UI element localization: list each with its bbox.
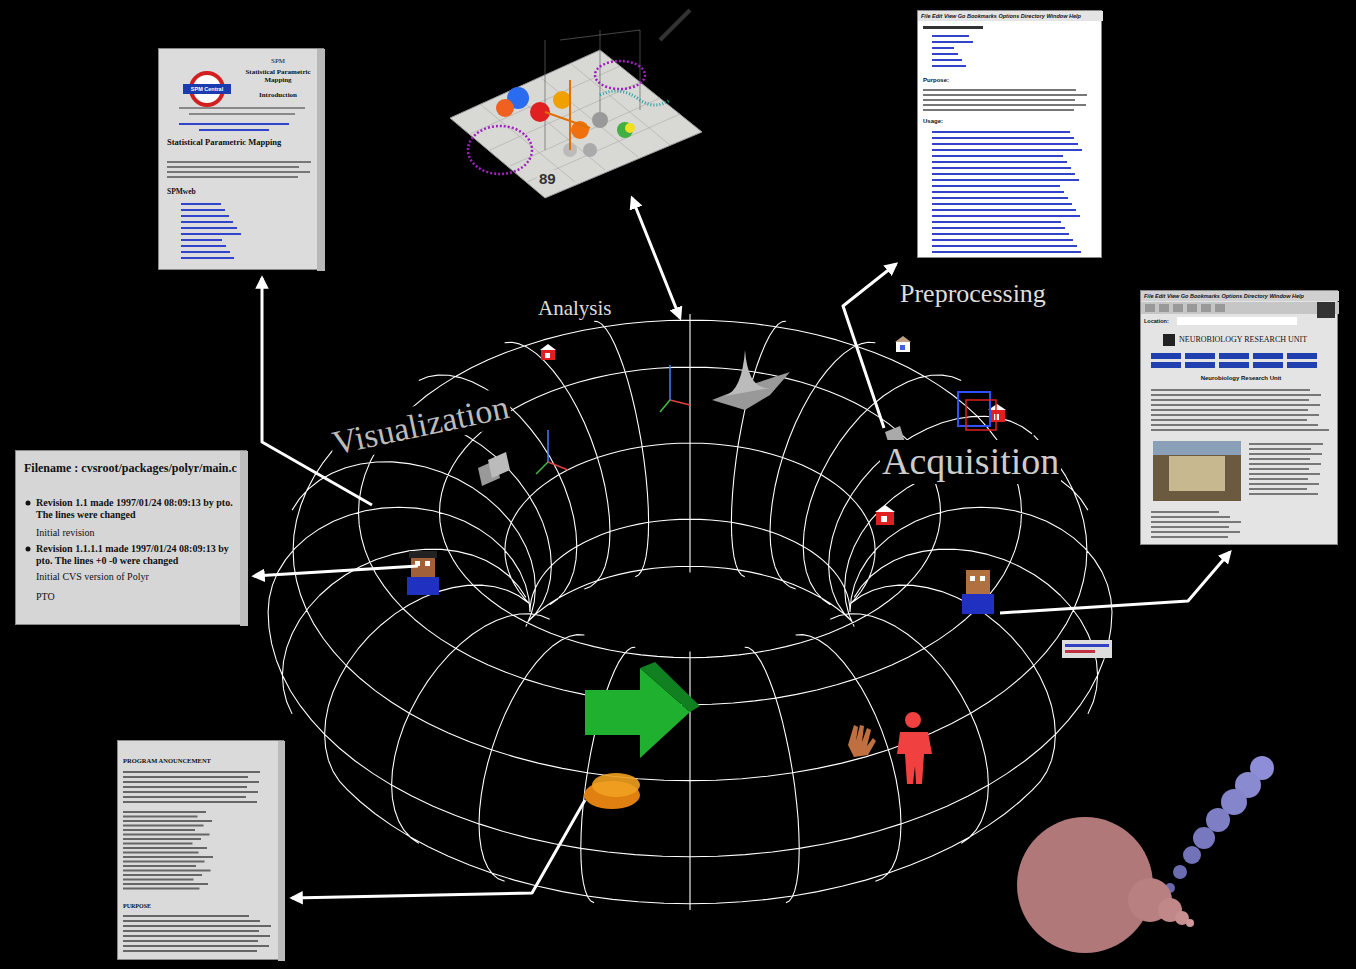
page-text: Revision 1.1 made 1997/01/24 08:09:13 by… [36, 497, 238, 521]
page-text: Location: [1144, 318, 1176, 325]
page-text: SPM Central [183, 86, 231, 93]
page-filler [118, 741, 285, 961]
torus-mesh [268, 314, 1112, 910]
page-text: Usage: [923, 118, 983, 125]
page-text: Revision 1.1.1.1 made 1997/01/24 08:09:1… [36, 543, 238, 567]
leader-arrow [292, 800, 585, 898]
neuro-web-page: File Edit View Go Bookmarks Options Dire… [1140, 290, 1338, 545]
page-text: Purpose: [923, 77, 983, 84]
leader-arrow [632, 198, 680, 318]
torus-icons [407, 336, 1112, 809]
page-text: Statistical Parametric Mapping [167, 137, 317, 147]
leader-arrow [843, 264, 896, 428]
page-text: File Edit View Go Bookmarks Options Dire… [921, 13, 1101, 20]
page-filler [1141, 291, 1339, 546]
leader-arrow [254, 566, 418, 576]
analysis-plot [450, 10, 702, 198]
cvs-log-page: Filename : cvsroot/packages/polyr/main.c… [15, 450, 247, 625]
page-text: Statistical Parametric Mapping [235, 68, 321, 85]
stage-label: Visualization [327, 387, 514, 463]
page-text: NEUROBIOLOGY RESEARCH UNIT [1179, 335, 1335, 345]
stage-label: Analysis [536, 296, 614, 320]
page-text: Neurobiology Research Unit [1171, 375, 1311, 382]
leader-arrow [1000, 552, 1230, 613]
sphere-chain [1017, 756, 1274, 953]
page-text: PROGRAM ANOUNCEMENT [123, 757, 273, 765]
leader-arrows [254, 198, 1230, 898]
page-text: File Edit View Go Bookmarks Options Dire… [1144, 293, 1336, 300]
page-text: PURPOSE [123, 903, 183, 910]
page-text: Initial revision [36, 527, 238, 539]
axis-number: 89 [537, 170, 558, 187]
spm-web-page: SPM Central SPM Statistical Parametric Map… [158, 48, 324, 270]
page-text: Initial CVS version of Polyr [36, 571, 238, 583]
docs-web-page: File Edit View Go Bookmarks Options Dire… [917, 10, 1102, 258]
torus-wireframe [268, 314, 1112, 910]
page-text: Introduction [235, 91, 321, 99]
stage-label: Acquisition [880, 440, 1061, 484]
page-text: PTO [36, 591, 238, 603]
page-text: SPMweb [167, 187, 247, 196]
stage-label: Preprocessing [898, 279, 1048, 309]
page-filler [159, 49, 325, 271]
page-text: Filename : cvsroot/packages/polyr/main.c [24, 461, 238, 475]
page-filler [918, 11, 1103, 259]
page-text: SPM [235, 57, 321, 65]
program-announcement-page: PROGRAM ANOUNCEMENT PURPOSE [117, 740, 284, 960]
leader-arrow [262, 278, 372, 505]
